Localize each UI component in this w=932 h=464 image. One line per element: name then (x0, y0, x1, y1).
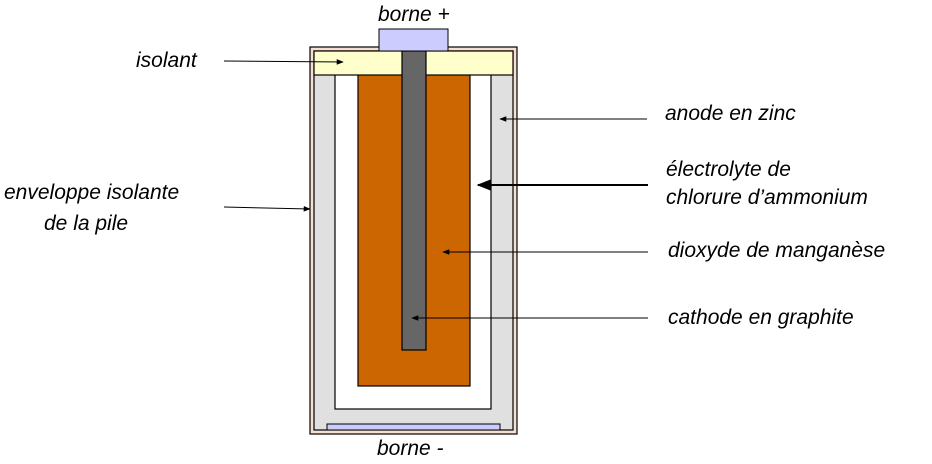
label-cathode: cathode en graphite (668, 306, 854, 329)
label-isolant: isolant (136, 49, 197, 72)
enveloppe-arrow (223, 206, 311, 212)
label-enveloppe-line2: de la pile (44, 212, 129, 235)
label-enveloppe-line1: enveloppe isolante (4, 181, 180, 204)
label-borne-minus: borne - (377, 437, 444, 460)
label-electrolyte-line2: chlorure d’ammonium (666, 186, 868, 209)
graphite-cathode-rod (401, 50, 427, 351)
positive-terminal (378, 28, 449, 52)
negative-terminal (326, 423, 501, 431)
isolant-arrow (223, 59, 344, 65)
label-borne-plus: borne + (378, 3, 450, 26)
label-dioxyde: dioxyde de manganèse (668, 239, 886, 262)
label-electrolyte-line1: électrolyte de (666, 158, 791, 181)
label-anode: anode en zinc (665, 102, 796, 125)
